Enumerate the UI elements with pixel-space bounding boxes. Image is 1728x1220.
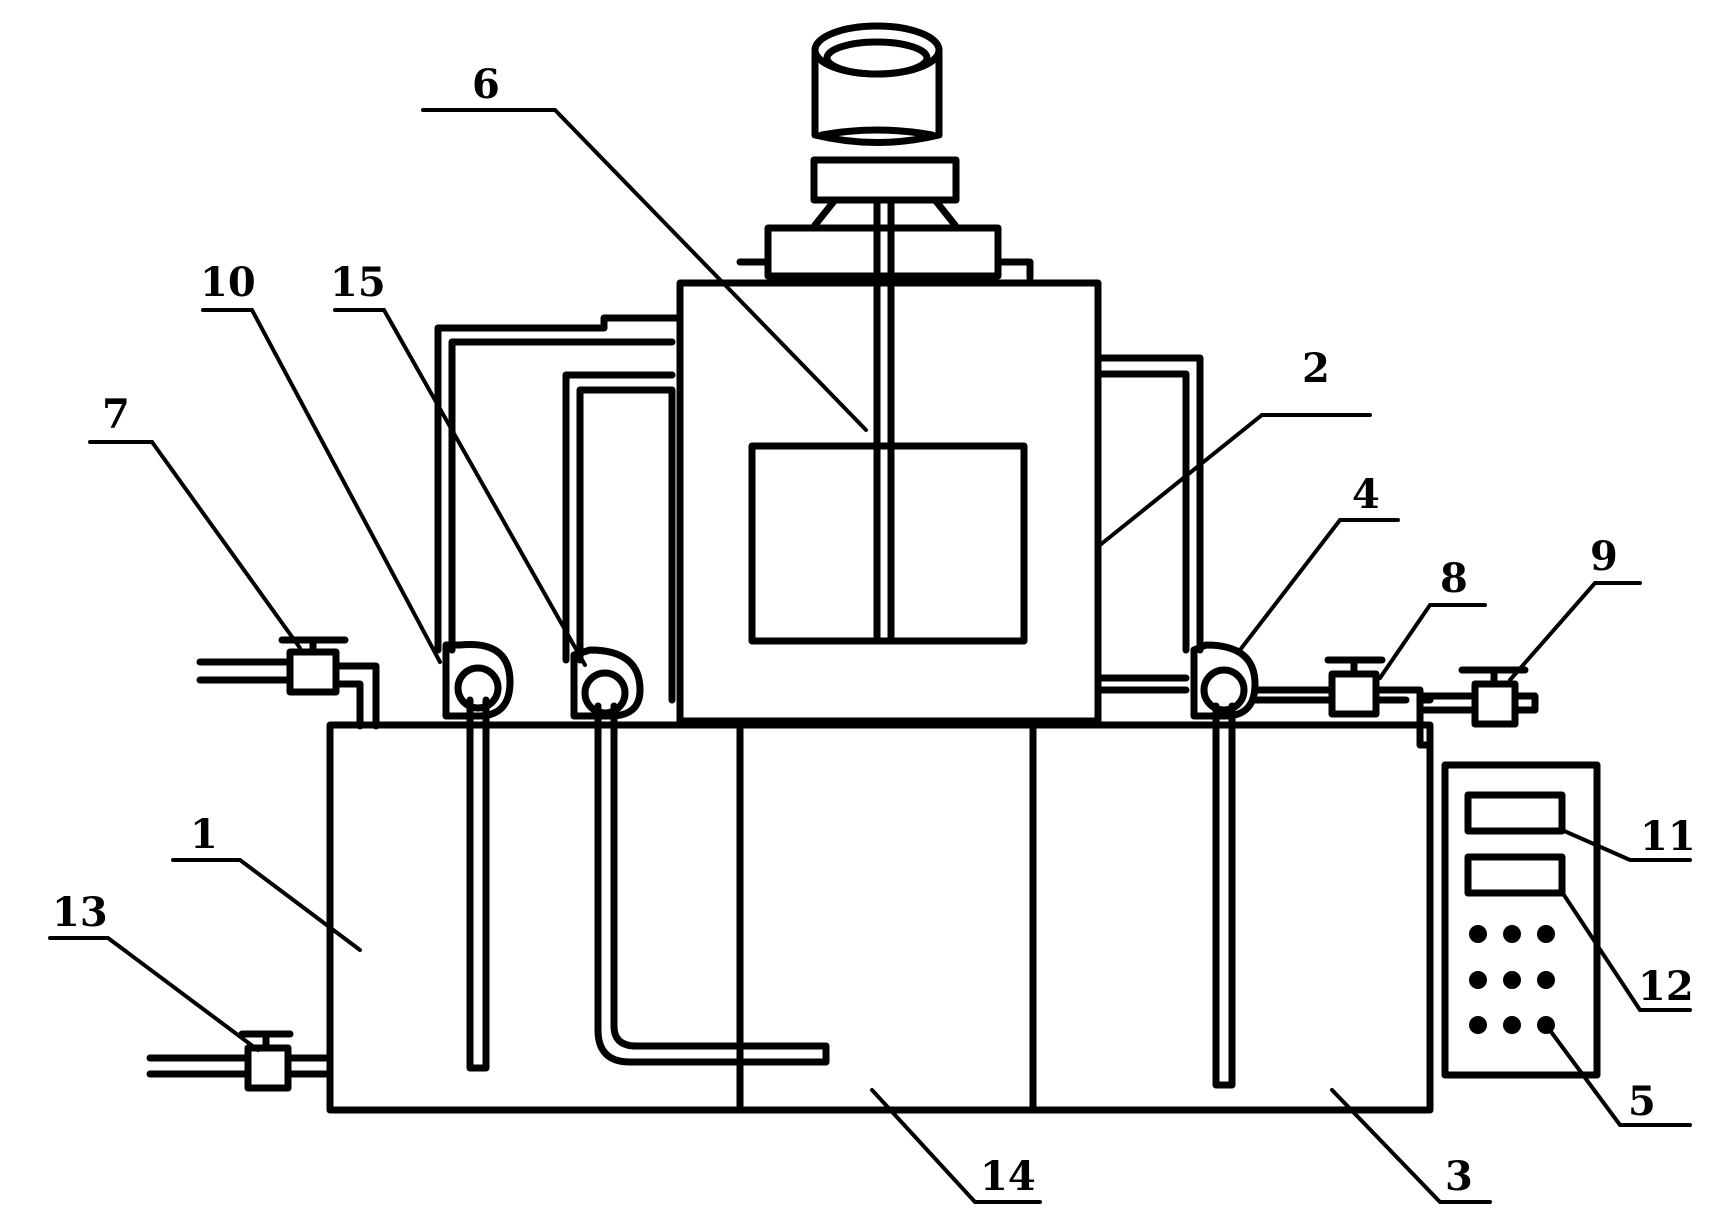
valve-7 (196, 636, 380, 730)
valve-9 (1416, 666, 1539, 749)
label-15: 15 (330, 259, 386, 306)
dip-tube-right (1212, 702, 1236, 1089)
motor-mount (736, 156, 1034, 282)
control-box (1441, 761, 1601, 1079)
label-10: 10 (200, 259, 256, 306)
water-tank (326, 721, 1434, 1114)
valve-8 (1251, 656, 1424, 718)
label-7: 7 (102, 391, 130, 438)
label-9: 9 (1590, 533, 1618, 580)
left-outer-pipe (434, 314, 684, 654)
right-pipe (1094, 354, 1204, 694)
control-buttons (1469, 925, 1555, 1034)
label-12: 12 (1638, 963, 1694, 1010)
motor (811, 22, 943, 146)
pump-left (442, 640, 514, 720)
label-4: 4 (1352, 471, 1380, 518)
agitator-paddle (748, 442, 1028, 645)
reaction-tank (676, 279, 1102, 725)
label-3: 3 (1445, 1153, 1473, 1200)
label-13: 13 (52, 889, 108, 936)
label-2: 2 (1302, 345, 1330, 392)
label-8: 8 (1440, 555, 1468, 602)
label-11: 11 (1640, 813, 1696, 860)
left-inner-pipe (562, 371, 676, 704)
label-1: 1 (190, 811, 218, 858)
pump-middle (570, 646, 644, 720)
leader-lines (48, 108, 1692, 1204)
label-5: 5 (1628, 1078, 1656, 1125)
valve-13 (146, 1030, 334, 1092)
dip-tube-middle (594, 702, 830, 1066)
dip-tube-left (466, 696, 490, 1072)
label-6: 6 (472, 61, 500, 108)
label-14: 14 (980, 1153, 1036, 1200)
stirring-shaft (873, 196, 895, 644)
pump-right (1190, 641, 1259, 720)
